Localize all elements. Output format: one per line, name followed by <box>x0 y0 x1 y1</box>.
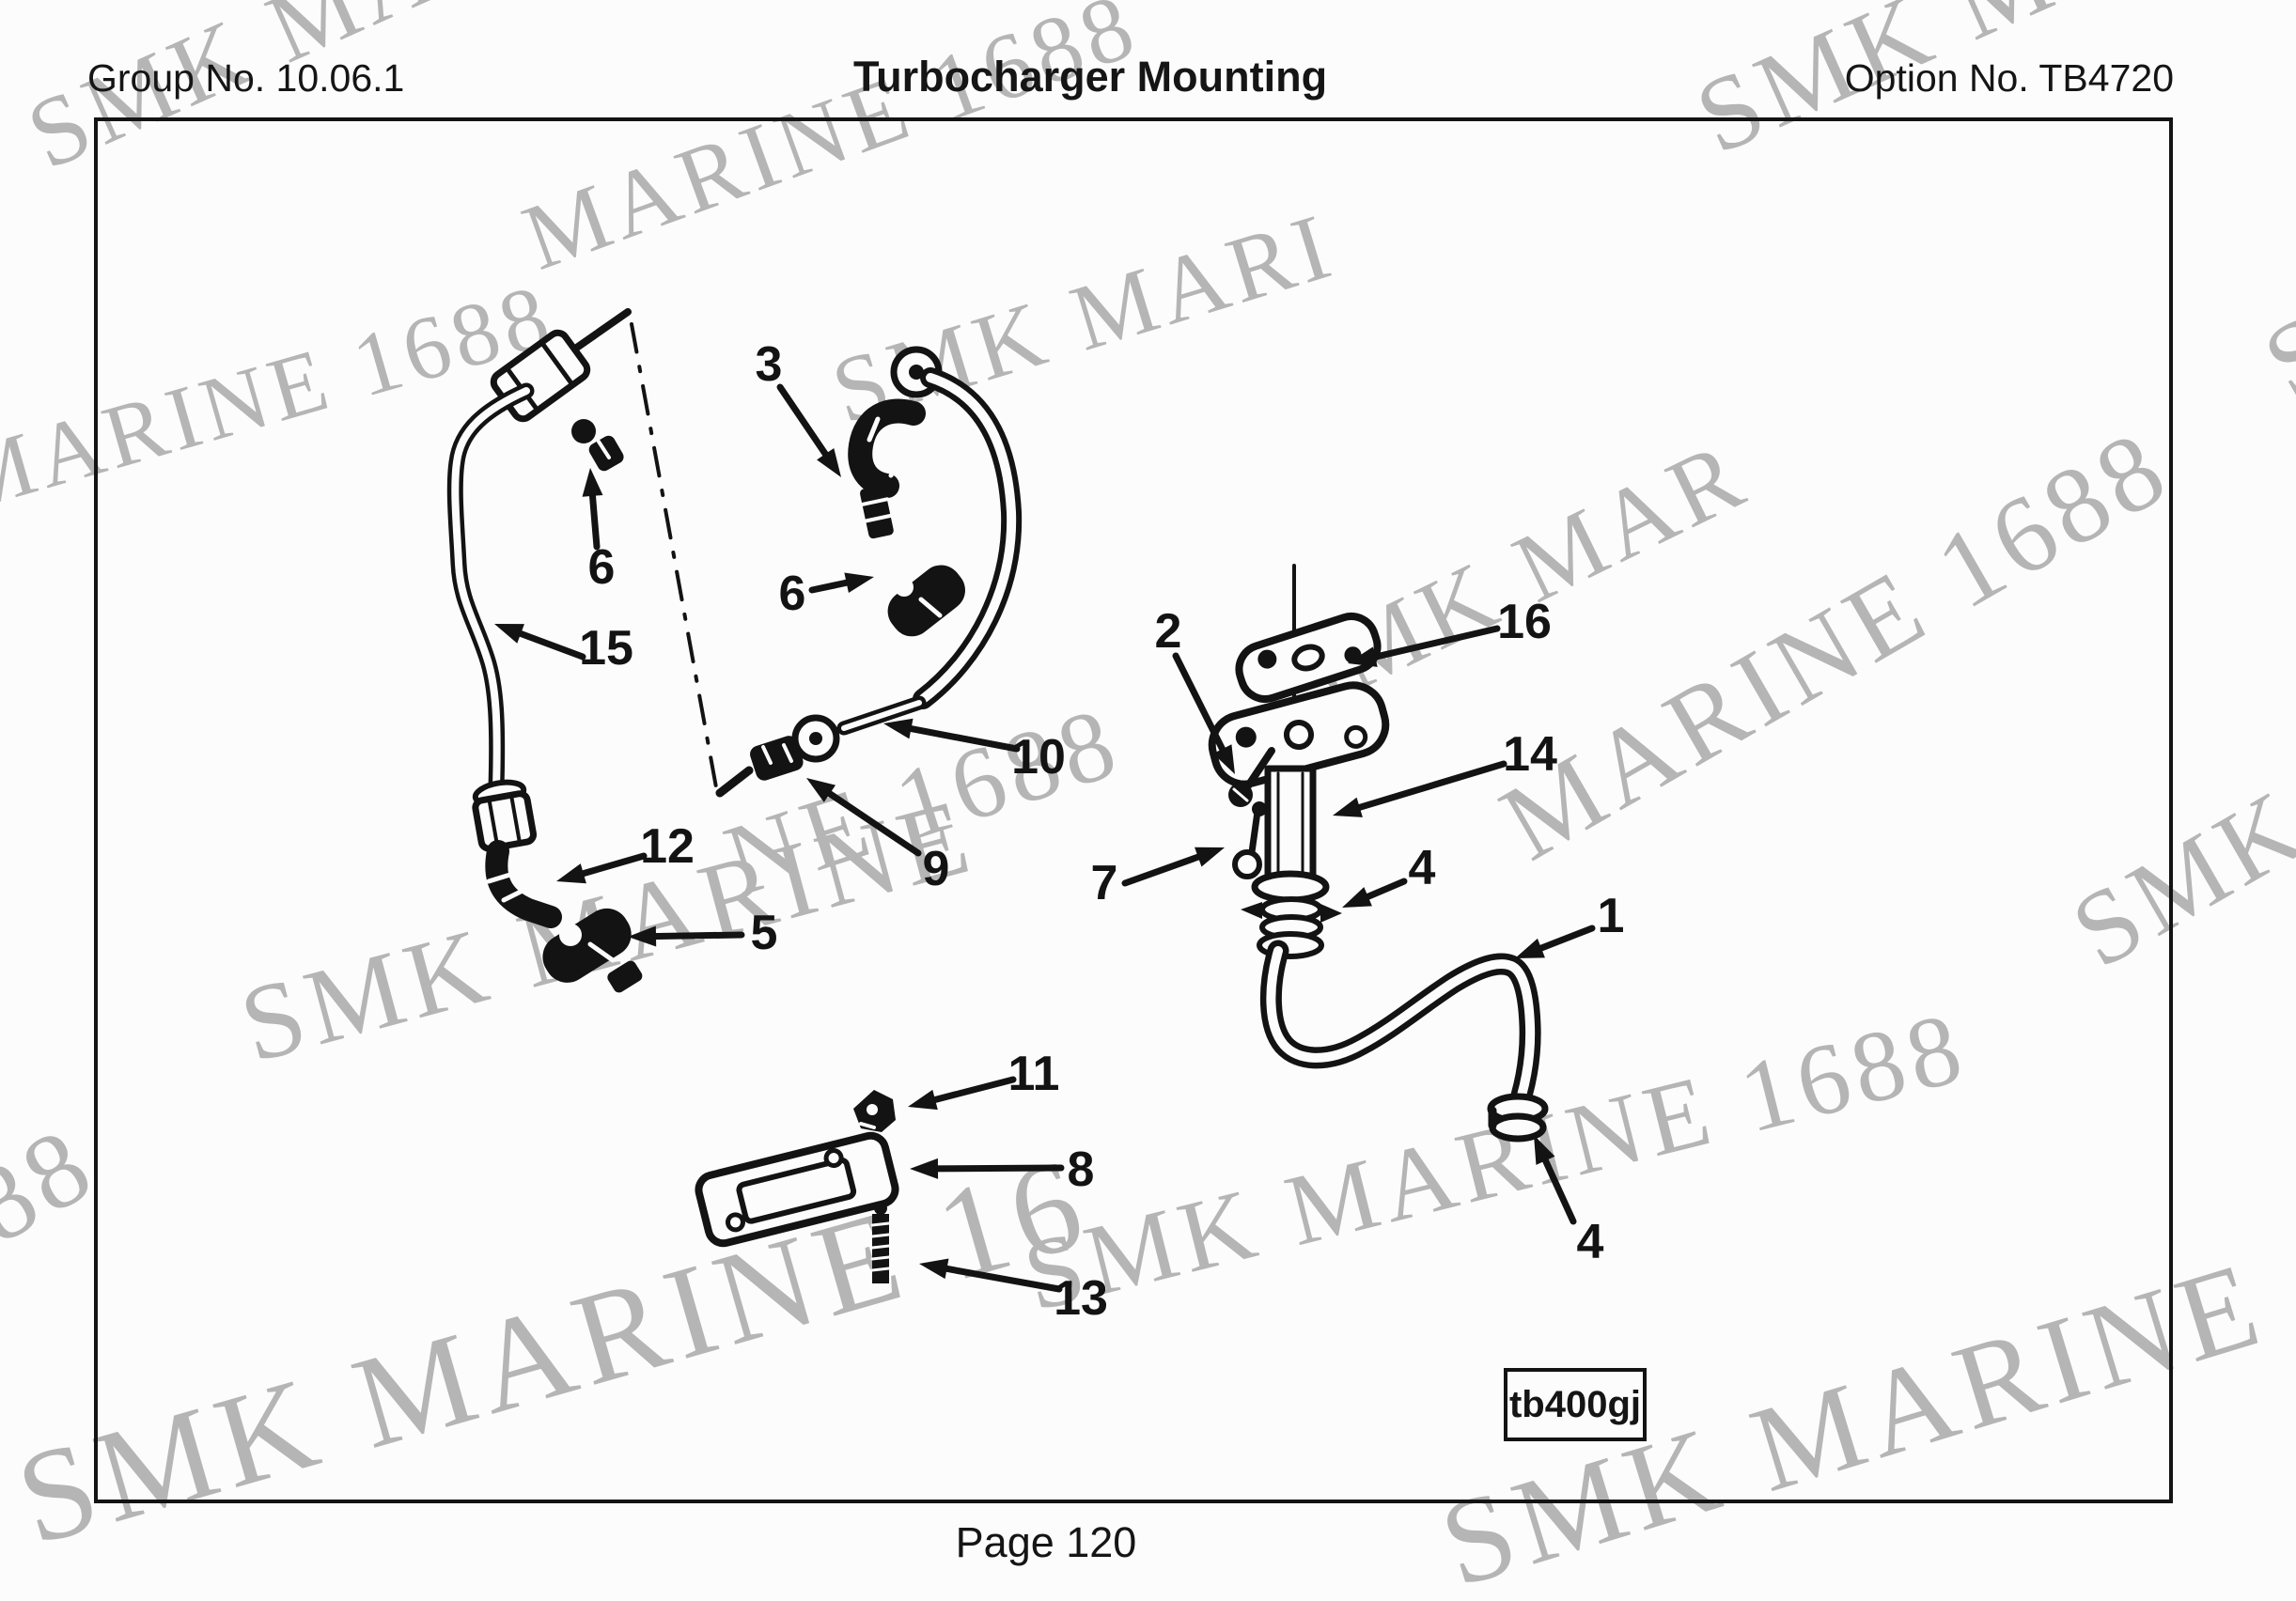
callout-label-8: 8 <box>1067 1142 1095 1197</box>
callout-arrow-8 <box>923 1164 1065 1173</box>
callout-arrowhead-9 <box>806 778 836 802</box>
callout-label-13: 13 <box>1054 1271 1108 1326</box>
part-gasket-8 <box>695 1131 899 1248</box>
callout-label-5: 5 <box>750 906 778 960</box>
callout-arrow-12 <box>569 852 648 880</box>
figure-code: tb400gj <box>1508 1383 1642 1425</box>
page-title: Turbocharger Mounting <box>852 53 1328 101</box>
callout-arrow-7 <box>1121 849 1212 887</box>
callout-label-2: 2 <box>1154 604 1182 659</box>
callout-label-1: 1 <box>1597 889 1625 943</box>
callout-arrow-3 <box>776 383 836 467</box>
callout-label-9: 9 <box>922 842 950 896</box>
callout-arrowhead-14 <box>1333 797 1363 817</box>
callout-arrowhead-11 <box>908 1089 938 1111</box>
part-fitting-6-right <box>887 565 965 637</box>
part-stud-13 <box>870 1202 891 1283</box>
callout-arrowhead-6 <box>844 572 874 593</box>
callout-label-6: 6 <box>778 567 806 621</box>
callout-arrowhead-4 <box>1534 1135 1555 1165</box>
part-fitting-9 <box>715 736 804 798</box>
callout-arrow-5 <box>641 931 745 940</box>
part-hose-1 <box>1259 940 1541 1107</box>
callout-arrow-2 <box>1172 652 1231 763</box>
part-stud-7 <box>1232 801 1267 879</box>
callout-arrow-15 <box>507 626 586 661</box>
part-tube-nut <box>472 779 538 852</box>
callout-arrowhead-15 <box>494 624 524 644</box>
option-number: Option No. TB4720 <box>1844 56 2174 100</box>
diagram-frame <box>94 117 2173 1503</box>
callout-arrowhead-4 <box>1342 887 1372 908</box>
part-flange-16 <box>1235 613 1382 703</box>
part-elbow-12 <box>485 840 562 928</box>
callout-label-7: 7 <box>1090 856 1118 910</box>
callout-arrow-4 <box>1537 1146 1577 1225</box>
callout-arrowhead-5 <box>628 925 657 947</box>
callout-label-16: 16 <box>1497 595 1552 649</box>
callout-arrow-16 <box>1361 625 1501 663</box>
part-bolt-2 <box>1228 747 1275 807</box>
part-centerline-dashed <box>630 322 718 789</box>
callout-label-3: 3 <box>755 337 783 392</box>
callout-label-4: 4 <box>1576 1215 1604 1269</box>
part-banjo-5 <box>542 908 643 993</box>
callout-arrowhead-10 <box>883 718 914 739</box>
callout-label-15: 15 <box>579 621 633 676</box>
callout-arrow-10 <box>897 723 1021 753</box>
callout-arrow-14 <box>1345 760 1507 815</box>
callout-arrowhead-13 <box>919 1258 949 1280</box>
callout-arrowhead-7 <box>1195 847 1225 867</box>
callout-label-12: 12 <box>640 819 695 874</box>
callout-arrowhead-3 <box>817 447 841 477</box>
callout-arrowhead-8 <box>910 1158 939 1179</box>
callout-label-4: 4 <box>1408 841 1436 895</box>
callout-label-11: 11 <box>1007 1047 1060 1101</box>
callout-arrowhead-16 <box>1348 646 1378 667</box>
callout-label-10: 10 <box>1011 730 1066 785</box>
callout-label-14: 14 <box>1503 727 1557 782</box>
callout-arrowhead-6 <box>582 468 603 497</box>
part-grommet-4-lower <box>1487 1093 1549 1142</box>
callout-arrow-11 <box>920 1076 1017 1106</box>
part-oil-line-15 <box>446 308 632 852</box>
callout-arrow-13 <box>932 1263 1063 1293</box>
page-number: Page 120 <box>955 1518 1137 1566</box>
part-nut-11 <box>853 1090 896 1132</box>
callout-arrow-9 <box>817 784 922 857</box>
callout-arrows <box>494 383 1596 1293</box>
callout-label-6: 6 <box>587 540 616 595</box>
callout-arrowhead-2 <box>1212 744 1235 774</box>
callout-arrowhead-1 <box>1515 938 1545 958</box>
part-fitting-3 <box>848 346 943 539</box>
group-number: Group No. 10.06.1 <box>87 56 405 100</box>
part-fitting-6-left <box>571 419 624 472</box>
callout-arrowhead-12 <box>556 863 586 884</box>
figure-code-box: tb400gj <box>1504 1368 1647 1441</box>
